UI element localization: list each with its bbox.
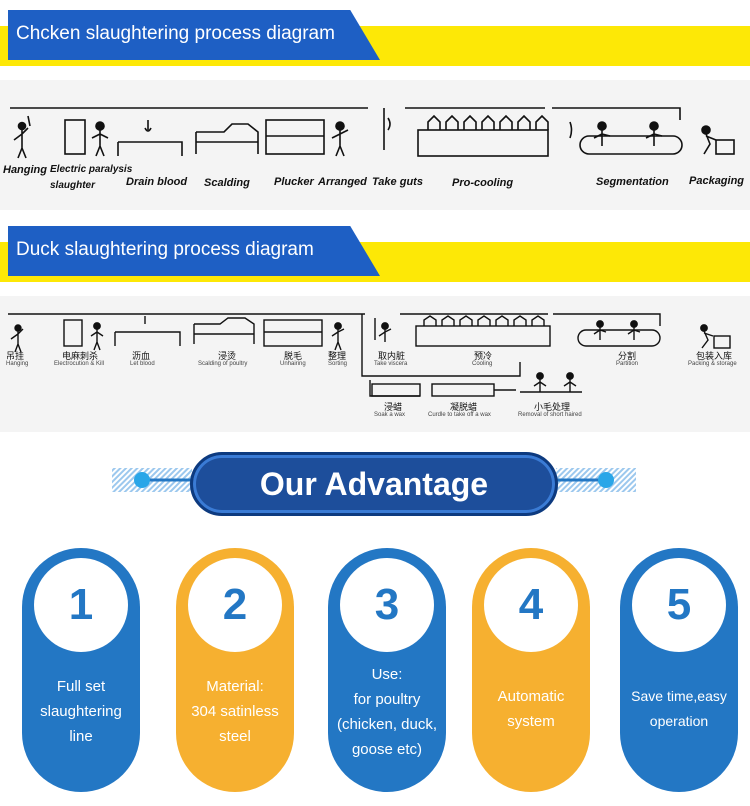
advantage-line: Save time,easy bbox=[631, 688, 727, 704]
duck-step-cn-sorting: 整理 bbox=[328, 351, 347, 361]
duck-step-cn-soak-wax: 浸蜡 bbox=[384, 402, 403, 412]
advantage-line: steel bbox=[219, 728, 251, 745]
chicken-process-diagram: Hanging Electric paralysis slaughter Dra… bbox=[0, 80, 750, 210]
advantage-line: Material: bbox=[206, 678, 264, 695]
duck-step-en-soak-wax: Soak a wax bbox=[374, 412, 406, 418]
duck-step-cn-unhairing: 脱毛 bbox=[284, 351, 303, 361]
advantage-header-decoration bbox=[112, 468, 636, 492]
duck-step-cn-short-hair: 小毛处理 bbox=[534, 402, 571, 412]
advantage-line: operation bbox=[649, 713, 709, 729]
advantage-header: Our Advantage bbox=[0, 440, 750, 530]
duck-step-cn-take-viscera: 取内脏 bbox=[378, 351, 406, 361]
banner-blue-tab: Chcken slaughtering process diagram bbox=[8, 10, 380, 60]
step-label-plucker: Plucker bbox=[274, 176, 314, 188]
duck-step-en-let-blood: Let blood bbox=[130, 361, 155, 367]
advantage-line: Use: bbox=[371, 666, 403, 683]
step-label-drain-blood: Drain blood bbox=[126, 176, 188, 188]
step-label-packaging: Packaging bbox=[689, 175, 745, 187]
duck-step-cn-partition: 分割 bbox=[618, 351, 637, 361]
advantage-line: 304 satinless bbox=[191, 703, 279, 720]
duck-step-en-take-viscera: Take viscera bbox=[374, 361, 408, 367]
advantage-number: 5 bbox=[632, 558, 726, 652]
chicken-section-banner: Chcken slaughtering process diagram bbox=[0, 2, 750, 68]
advantage-line: (chicken, duck, bbox=[336, 716, 438, 733]
duck-step-en-cooling: Cooling bbox=[472, 361, 493, 367]
step-label-scalding: Scalding bbox=[204, 177, 250, 189]
advantage-number: 3 bbox=[340, 558, 434, 652]
step-label-slaughter: slaughter bbox=[50, 180, 96, 191]
duck-step-en-packing: Packing & storage bbox=[688, 361, 737, 367]
duck-step-cn-packing: 包装入库 bbox=[696, 351, 733, 361]
duck-step-en-sorting: Sorting bbox=[328, 361, 348, 367]
advantage-line: slaughtering bbox=[40, 703, 122, 720]
duck-step-cn-curdle-wax: 凝脱蜡 bbox=[450, 402, 478, 412]
step-label-electric-paralysis: Electric paralysis bbox=[50, 164, 133, 175]
duck-diagram-drawing bbox=[8, 313, 731, 397]
advantage-text: Material: 304 satinless steel bbox=[176, 674, 294, 749]
advantage-text: Automatic system bbox=[472, 684, 590, 734]
advantage-title: Our Advantage bbox=[259, 466, 489, 502]
step-label-take-guts: Take guts bbox=[372, 176, 423, 188]
step-label-hanging: Hanging bbox=[3, 164, 47, 176]
duck-step-en-electrocution: Electrocution & Kill bbox=[54, 361, 105, 367]
chicken-diagram-drawing bbox=[10, 107, 735, 159]
duck-step-cn-electrocution: 电麻刺杀 bbox=[62, 351, 99, 361]
advantage-line: goose etc) bbox=[351, 741, 423, 758]
advantage-text: Full set slaughtering line bbox=[22, 674, 140, 749]
duck-step-en-curdle-wax: Curdle to take off a wax bbox=[428, 412, 491, 418]
advantage-line: Full set bbox=[56, 678, 106, 695]
advantage-card-4: 4 Automatic system bbox=[472, 548, 590, 792]
step-label-pro-cooling: Pro-cooling bbox=[452, 177, 514, 189]
duck-diagram-title: Duck slaughtering process diagram bbox=[16, 239, 314, 260]
advantage-text: Save time,easy operation bbox=[620, 684, 738, 734]
step-label-segmentation: Segmentation bbox=[596, 176, 669, 188]
advantage-card-2: 2 Material: 304 satinless steel bbox=[176, 548, 294, 792]
step-label-arranged: Arranged bbox=[318, 176, 367, 188]
duck-process-diagram: 吊挂 Hanging 电麻刺杀 Electrocution & Kill 沥血 … bbox=[0, 296, 750, 432]
banner-blue-tab: Duck slaughtering process diagram bbox=[8, 226, 380, 276]
duck-step-en-scalding: Scalding of poultry bbox=[198, 361, 248, 367]
advantage-card-5: 5 Save time,easy operation bbox=[620, 548, 738, 792]
duck-step-cn-scalding: 浸烫 bbox=[218, 351, 237, 361]
duck-step-en-unhairing: Unhairing bbox=[280, 361, 306, 367]
duck-step-cn-hanging: 吊挂 bbox=[6, 351, 25, 361]
advantage-card-3: 3 Use: for poultry (chicken, duck, goose… bbox=[328, 548, 446, 792]
advantage-line: line bbox=[69, 728, 93, 745]
advantage-line: Automatic bbox=[497, 688, 565, 705]
duck-section-banner: Duck slaughtering process diagram bbox=[0, 218, 750, 284]
advantage-title-pill: Our Advantage bbox=[190, 452, 558, 516]
chicken-diagram-title: Chcken slaughtering process diagram bbox=[16, 23, 335, 44]
advantage-number: 4 bbox=[484, 558, 578, 652]
duck-step-cn-cooling: 预冷 bbox=[474, 351, 493, 361]
duck-step-cn-let-blood: 沥血 bbox=[132, 351, 151, 361]
duck-step-en-hanging: Hanging bbox=[6, 361, 29, 367]
advantage-line: system bbox=[507, 713, 555, 730]
duck-step-en-short-hair: Removal of short haired bbox=[518, 412, 582, 418]
advantage-number: 2 bbox=[188, 558, 282, 652]
advantage-card-1: 1 Full set slaughtering line bbox=[22, 548, 140, 792]
advantage-line: for poultry bbox=[353, 691, 421, 708]
duck-step-en-partition: Partition bbox=[616, 361, 639, 367]
advantage-number: 1 bbox=[34, 558, 128, 652]
advantage-text: Use: for poultry (chicken, duck, goose e… bbox=[328, 662, 446, 762]
